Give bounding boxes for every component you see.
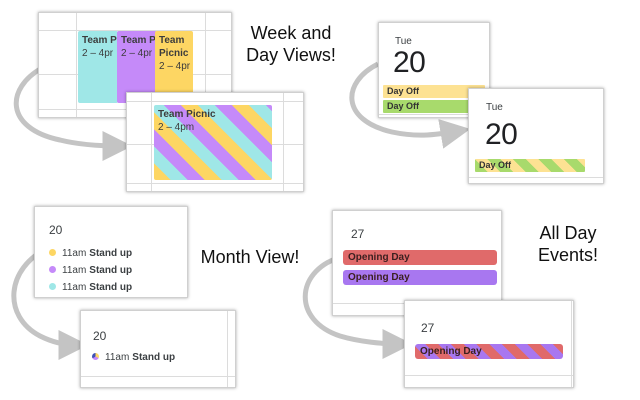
all-day-event-merged[interactable]: Opening Day bbox=[415, 344, 563, 359]
event-title: Team P bbox=[82, 35, 117, 46]
day-view-after-card: Tue 20 Day Off bbox=[468, 88, 604, 184]
event-color-dot bbox=[49, 265, 56, 273]
event-title: Team P bbox=[121, 35, 156, 46]
grid-line bbox=[227, 311, 228, 387]
all-day-chip-merged[interactable]: Day Off bbox=[475, 159, 585, 172]
week-view-before-card: Team P 2 – 4pr Team P 2 – 4pr Team Picni… bbox=[38, 12, 232, 118]
all-day-chip[interactable]: Day Off bbox=[383, 100, 485, 113]
event-title: Stand up bbox=[89, 265, 133, 276]
event-title: Stand up bbox=[89, 282, 133, 293]
event-title: Team Picnic bbox=[159, 35, 189, 59]
grid-line bbox=[76, 13, 77, 117]
event-block[interactable]: Team Picnic 2 – 4pr bbox=[155, 31, 193, 103]
event-time: 2 – 4pm bbox=[158, 122, 195, 133]
grid-line bbox=[283, 93, 284, 191]
day-number: 20 bbox=[93, 329, 107, 343]
day-number: 27 bbox=[421, 321, 435, 335]
event-color-dot bbox=[49, 282, 56, 290]
all-day-before-card: 27 Opening Day Opening Day bbox=[332, 210, 502, 316]
day-name: Tue bbox=[486, 102, 503, 113]
event-title: Stand up bbox=[132, 352, 176, 363]
day-name: Tue bbox=[395, 36, 412, 47]
event-block-merged[interactable]: Team Picnic 2 – 4pm bbox=[154, 105, 272, 180]
grid-line bbox=[405, 375, 573, 376]
all-day-event[interactable]: Opening Day bbox=[343, 250, 497, 265]
grid-line bbox=[39, 30, 231, 31]
event-time: 2 – 4pr bbox=[159, 61, 191, 72]
grid-line bbox=[151, 93, 152, 191]
grid-line bbox=[205, 13, 206, 117]
grid-line bbox=[127, 183, 303, 184]
multi-color-dot bbox=[92, 352, 99, 360]
event-time: 2 – 4pr bbox=[121, 48, 153, 59]
event-time: 2 – 4pr bbox=[82, 48, 114, 59]
event-block[interactable]: Team P 2 – 4pr bbox=[117, 31, 157, 103]
grid-line bbox=[571, 301, 572, 387]
day-number: 27 bbox=[351, 227, 365, 241]
event-time: 11am bbox=[62, 248, 87, 259]
caption-month: Month View! bbox=[200, 247, 300, 267]
grid-line bbox=[127, 101, 303, 102]
day-number: 20 bbox=[485, 118, 518, 151]
event-title: Team Picnic bbox=[158, 109, 216, 120]
day-number: 20 bbox=[393, 46, 426, 79]
day-number: 20 bbox=[49, 223, 63, 237]
event-title: Stand up bbox=[89, 248, 133, 259]
all-day-chip[interactable]: Day Off bbox=[383, 85, 485, 98]
grid-line bbox=[379, 114, 489, 115]
event-time: 11am bbox=[62, 265, 87, 276]
event-color-dot bbox=[49, 248, 56, 256]
grid-line bbox=[469, 177, 603, 178]
event-time: 11am bbox=[62, 282, 87, 293]
caption-week-day: Week and Day Views! bbox=[246, 23, 336, 65]
week-view-after-card: Team Picnic 2 – 4pm bbox=[126, 92, 304, 192]
caption-all-day: All Day Events! bbox=[537, 223, 599, 265]
event-time: 11am bbox=[105, 352, 130, 363]
grid-line bbox=[81, 376, 235, 377]
event-block[interactable]: Team P 2 – 4pr bbox=[78, 31, 118, 103]
all-day-event[interactable]: Opening Day bbox=[343, 270, 497, 285]
all-day-after-card: 27 Opening Day bbox=[404, 300, 574, 388]
